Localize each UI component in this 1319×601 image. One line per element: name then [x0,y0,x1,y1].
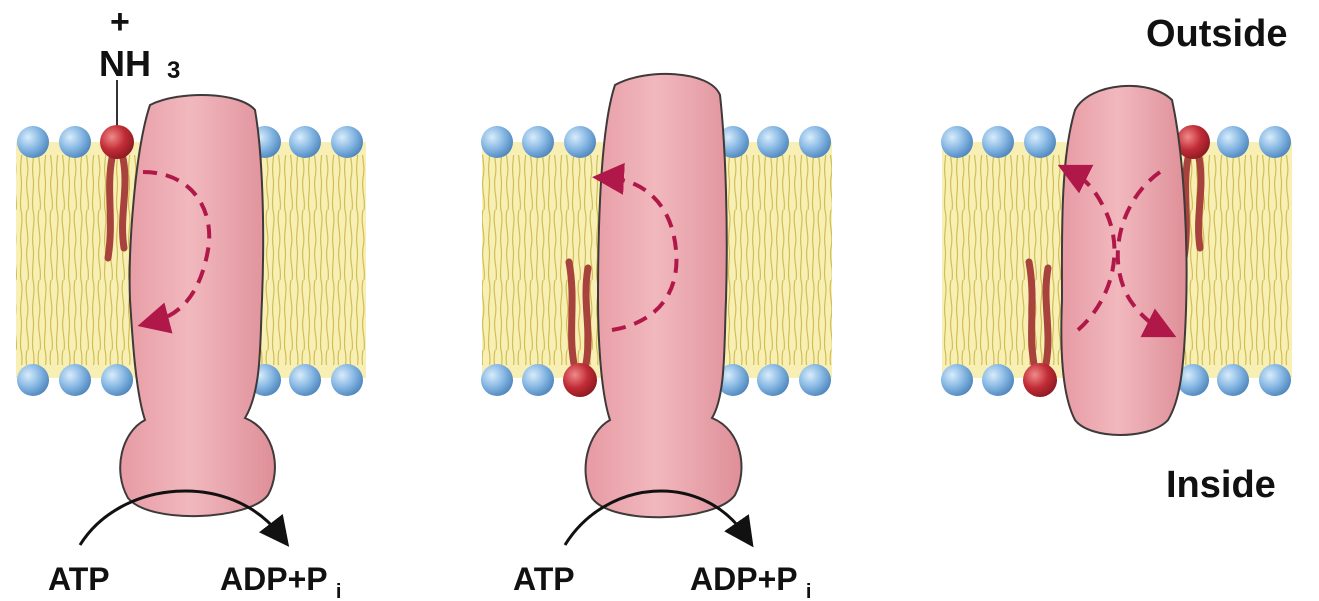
charge-label: + [110,3,130,41]
adp-pi-label: ADP+P i [690,561,811,601]
pi-subscript: i [336,581,342,601]
pi-subscript: i [806,581,812,601]
inside-label: Inside [1166,464,1276,506]
nh3-label: NH 3 [99,43,180,84]
nh3-subscript: 3 [167,57,180,84]
outside-label: Outside [1146,13,1287,55]
adp-text: ADP+P [220,561,327,597]
atp-label: ATP [48,561,110,597]
adp-text: ADP+P [690,561,797,597]
scramblase-protein [1061,86,1186,435]
nh3-text: NH [99,43,151,84]
atp-label: ATP [513,561,575,597]
panel-1: + NH 3 ATP ADP+P i [16,3,366,601]
flippase-protein [120,95,275,516]
flippase-protein [586,74,742,517]
panel-3 [941,86,1292,435]
adp-pi-label: ADP+P i [220,561,341,601]
panel-2: ATP ADP+P i [481,74,832,601]
